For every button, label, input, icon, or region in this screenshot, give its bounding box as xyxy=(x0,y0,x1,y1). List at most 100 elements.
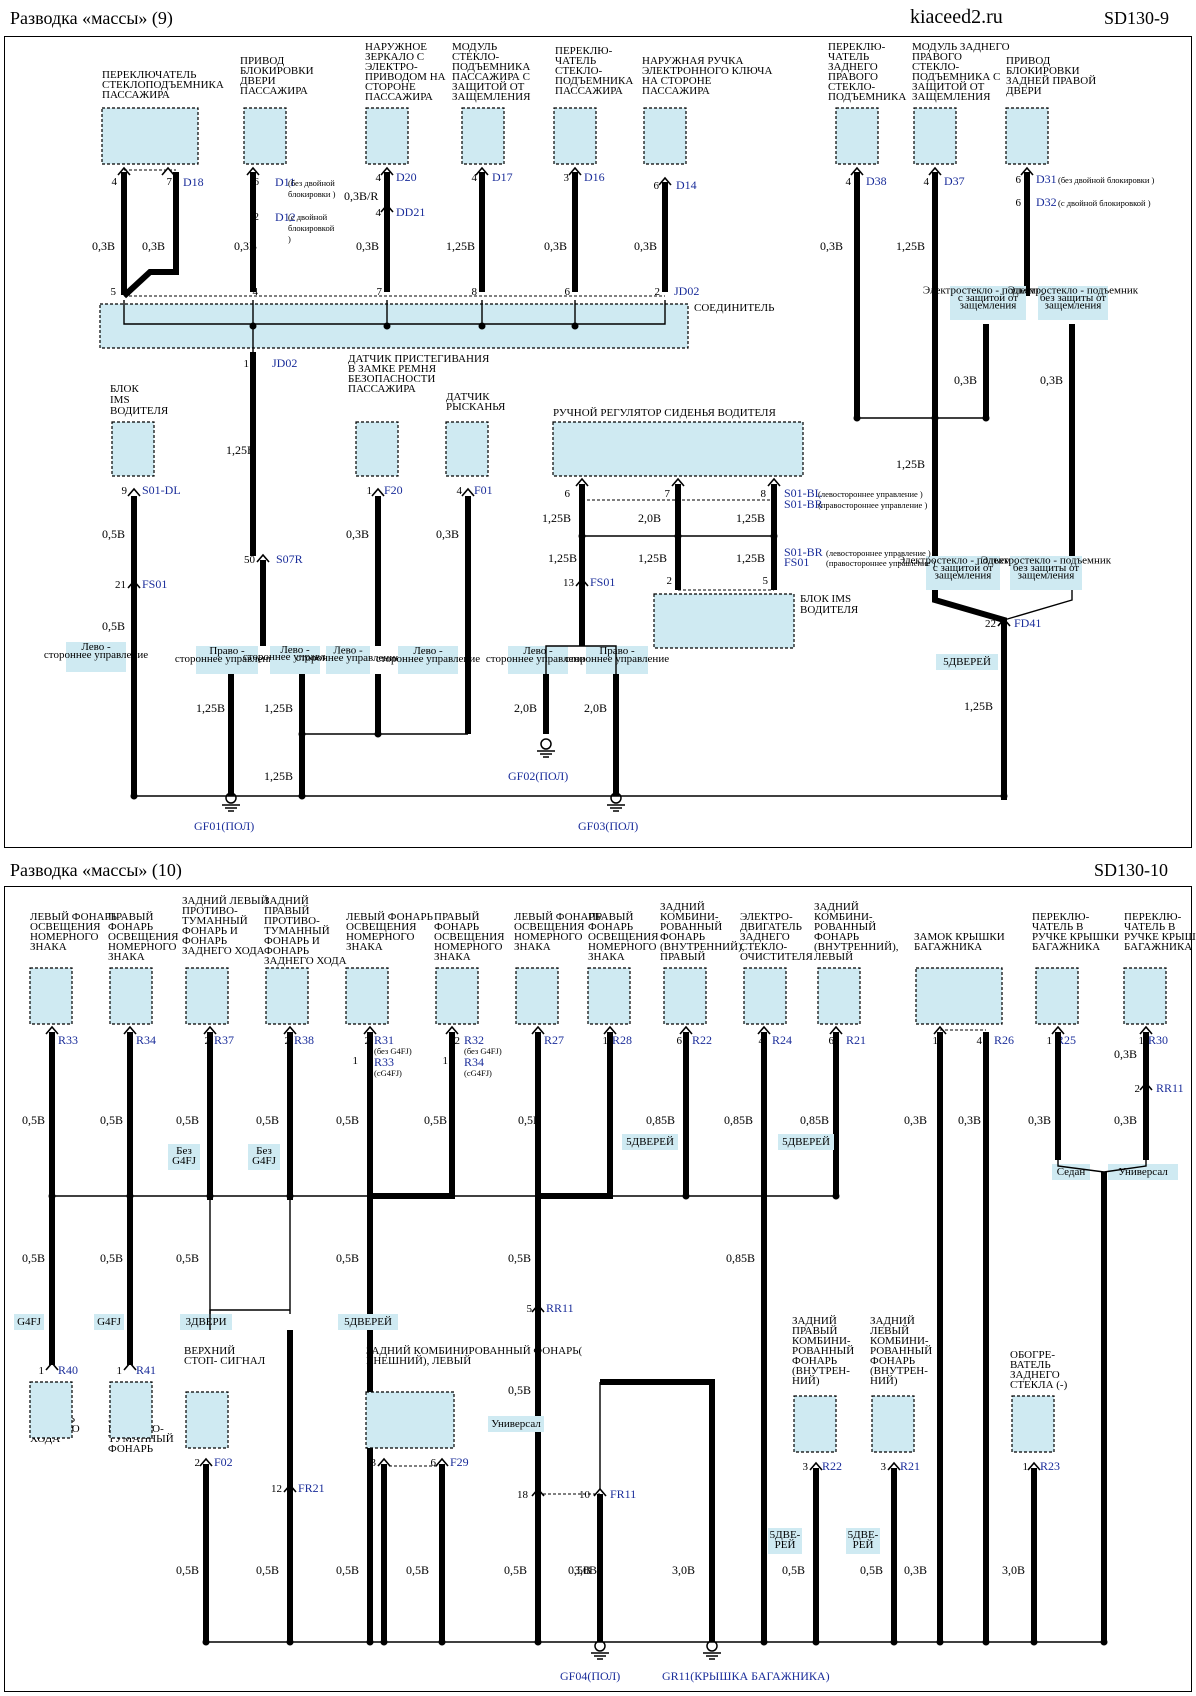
junction-dot xyxy=(126,1192,134,1200)
pin-number: 6 xyxy=(565,488,571,500)
connector-chevron-icon xyxy=(283,1025,297,1035)
wire-label: 0,3B xyxy=(1114,1047,1137,1061)
wire-label: 0,3B xyxy=(634,239,657,253)
connector-JD02-bottom: JD02 xyxy=(272,356,297,370)
tag-5doors-c: 5ДВЕРЕЙ xyxy=(344,1316,392,1328)
wire-label: 0,3B xyxy=(958,1113,981,1127)
tag-5doors-d: 5ДВЕ-РЕЙ xyxy=(770,1529,801,1551)
connector-R24: R24 xyxy=(772,1033,792,1047)
tag-lhd-2-bg xyxy=(270,646,320,674)
connector-R22-b: R22 xyxy=(822,1459,842,1473)
component-box-p2-5 xyxy=(435,967,479,1025)
yaw-sensor-box xyxy=(445,421,489,477)
ims-driver-box xyxy=(111,421,155,477)
junction-dot xyxy=(286,1638,294,1646)
pin-number: 1 xyxy=(39,1365,45,1377)
tag-lhd-1: Лево -стороннее управление xyxy=(44,641,148,661)
wire-label: 0,5B xyxy=(176,1563,199,1577)
connector-S01-BL: S01-BR xyxy=(784,545,823,559)
ims-driver-box-2 xyxy=(653,593,795,649)
wire-label: 0,5B xyxy=(176,1113,199,1127)
wire-label: 0,5B xyxy=(22,1113,45,1127)
note-R31: (без G4FJ) xyxy=(374,1046,412,1056)
wire-label: 1,25B xyxy=(896,239,925,253)
wire-label: 0,5B xyxy=(100,1113,123,1127)
wire-label: 0,85B xyxy=(724,1113,753,1127)
wire-label: 1,25B xyxy=(964,699,993,713)
pin-number: 1 xyxy=(1139,1035,1145,1047)
junction-dot xyxy=(202,1638,210,1646)
connector-chevron-icon xyxy=(435,1457,449,1467)
seat-split-r xyxy=(582,645,617,674)
junction-dot xyxy=(832,1192,840,1200)
component-box-p2-13 xyxy=(1123,967,1167,1025)
3door-link xyxy=(209,1309,290,1330)
wire-label: 0,5B xyxy=(406,1563,429,1577)
passenger-window-switch-box xyxy=(101,107,199,165)
junction-dot xyxy=(366,1638,374,1646)
junction-dot xyxy=(982,414,990,422)
passenger-door-lock-box xyxy=(243,107,287,165)
wire-label: 1,25B xyxy=(638,551,667,565)
connector-R27: R27 xyxy=(544,1033,564,1047)
junction-dot xyxy=(298,730,306,738)
pin-number: 3 xyxy=(371,1457,377,1469)
wire-label: 2,0B xyxy=(584,701,607,715)
jd02-junction xyxy=(383,322,391,330)
component-box-p2-9 xyxy=(743,967,787,1025)
wire-label: 0,3B xyxy=(356,239,379,253)
pin-number: 5 xyxy=(527,1303,533,1315)
tag-5doors-p1-bg xyxy=(936,654,998,670)
tag-window-anti-pinch-2-bg xyxy=(926,556,1000,590)
pin-number: 21 xyxy=(115,579,126,591)
pin-number: 4 xyxy=(846,176,852,188)
smart-key-handle-box xyxy=(643,107,687,165)
pin-number: 4 xyxy=(472,172,478,184)
pin-number: 1 xyxy=(353,1055,359,1067)
jd02-junction xyxy=(478,322,486,330)
tag-3doors: 3ДВЕРИ xyxy=(185,1316,226,1328)
connector-DD21: DD21 xyxy=(396,205,425,219)
component-box-p2-4 xyxy=(345,967,389,1025)
pin-number: 4 xyxy=(924,176,930,188)
junction-dot xyxy=(534,1638,542,1646)
note-D32: (с двойной блокировкой ) xyxy=(1058,198,1151,208)
connector-R21: R21 xyxy=(846,1033,866,1047)
connector-chevron-icon xyxy=(283,1483,297,1493)
tag-window-no-anti-pinch-bg xyxy=(1038,286,1108,320)
tag-lhd-1-bg xyxy=(66,642,126,672)
pin-number: 13 xyxy=(563,577,575,589)
pin-number: 1 xyxy=(1023,1461,1029,1473)
pin-number: 2 xyxy=(254,211,260,223)
connector-chevron-icon xyxy=(246,166,260,176)
connector-chevron-icon xyxy=(757,1025,771,1035)
component-box-p2-2 xyxy=(185,967,229,1025)
connector-F02: F02 xyxy=(214,1455,233,1469)
pin-number: 1 xyxy=(443,1055,449,1067)
note-S01-BR: (правостороннее управление ) xyxy=(826,558,935,568)
note-D31: (без двойной блокировки ) xyxy=(1058,175,1155,185)
wire-gr11-loop xyxy=(600,1379,715,1642)
junction-dot xyxy=(438,1638,446,1646)
wire-label: 1,25B xyxy=(446,239,475,253)
note-S07R: (правостороннее управление ) xyxy=(818,500,927,510)
connector-chevron-icon xyxy=(117,166,131,176)
pin-number: 6 xyxy=(1016,197,1022,209)
wire-label: 0,85B xyxy=(726,1251,755,1265)
pin-number: 50 xyxy=(244,554,256,566)
connector-RR11-b: RR11 xyxy=(546,1301,574,1315)
connector-D32: D32 xyxy=(1036,195,1057,209)
passenger-mirror-box xyxy=(365,107,409,165)
